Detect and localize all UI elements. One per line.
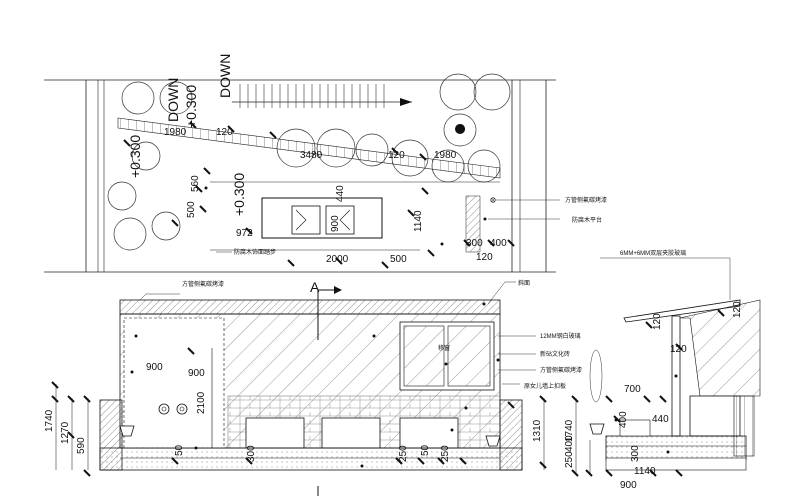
plan-ticks bbox=[123, 121, 515, 269]
section-view: 6MM+6MM双层夹胶玻璃 120 120 120 700 440 40 bbox=[564, 249, 761, 491]
down-label-1: DOWN bbox=[165, 78, 181, 122]
dim-120-a: 120 bbox=[652, 313, 663, 330]
elevation-view: A 方管侧氟碳烤漆 斜面 1 bbox=[44, 279, 582, 496]
dim-1980-right: 1980 bbox=[434, 150, 457, 161]
elevation-dots bbox=[130, 302, 500, 468]
dim-500-left: 500 bbox=[186, 201, 197, 218]
label-steel-left: 方管侧氟碳烤漆 bbox=[182, 280, 224, 288]
dim-1740-elev: 1740 bbox=[44, 409, 55, 432]
dim-500-bottom: 500 bbox=[390, 254, 407, 265]
dim-400-plan: 400 bbox=[490, 238, 507, 249]
plan-view: DOWN +0.300 DOWN +0.300 +0.300 1980 120 … bbox=[44, 54, 607, 273]
dim-300-section: 300 bbox=[630, 445, 641, 462]
dim-1270: 1270 bbox=[60, 421, 71, 444]
dim-900-a: 900 bbox=[146, 362, 163, 373]
dim-560: 560 bbox=[190, 175, 201, 192]
dim-900-b: 900 bbox=[188, 368, 205, 379]
dim-1740-section: 1740 bbox=[564, 419, 575, 442]
dim-2000: 2000 bbox=[326, 254, 349, 265]
label-brick: 新砧文化砖 bbox=[540, 350, 570, 358]
dim-120-mid: 120 bbox=[388, 150, 405, 161]
dim-50-a: 50 bbox=[174, 444, 185, 456]
label-deck: 防腐木平台 bbox=[572, 216, 602, 224]
dim-972: 972 bbox=[236, 228, 253, 239]
dim-440: 440 bbox=[335, 185, 346, 202]
level-mid: +0.300 bbox=[231, 173, 247, 216]
level-left: +0.300 bbox=[127, 135, 143, 178]
label-wall: 原女儿墙上扣板 bbox=[524, 382, 566, 390]
dim-700: 700 bbox=[624, 384, 641, 395]
dim-50-b: 50 bbox=[420, 444, 431, 456]
dim-250-section: 250 bbox=[564, 451, 575, 468]
tree-marker-icon bbox=[455, 124, 466, 134]
label-slope: 斜面 bbox=[518, 279, 530, 287]
dim-1140-section: 1140 bbox=[634, 466, 656, 477]
label-glass: 12MM钢白玻璃 bbox=[540, 332, 581, 340]
label-laminated-glass: 6MM+6MM双层夹胶玻璃 bbox=[620, 249, 686, 257]
level-top: +0.300 bbox=[183, 85, 199, 128]
dim-2100: 2100 bbox=[196, 391, 207, 414]
dim-900-plan: 900 bbox=[330, 215, 341, 232]
label-steps: 防腐木饰面踏步 bbox=[234, 248, 276, 256]
dim-120-b: 120 bbox=[732, 301, 743, 318]
down-label-2: DOWN bbox=[217, 54, 233, 98]
stair-arrow-icon bbox=[400, 98, 412, 106]
dim-120-bottom: 120 bbox=[476, 252, 493, 263]
dim-440-section: 440 bbox=[652, 414, 669, 425]
dim-250-b: 250 bbox=[440, 445, 451, 462]
dim-300-elev: 300 bbox=[246, 445, 257, 462]
dim-1980-left: 1980 bbox=[164, 127, 187, 138]
dim-400-a: 400 bbox=[618, 411, 629, 428]
dim-250-a: 250 bbox=[398, 445, 409, 462]
dim-120-top: 120 bbox=[216, 127, 233, 138]
label-steel-right: 方管侧氟碳烤漆 bbox=[540, 366, 582, 374]
elevation-ticks bbox=[51, 347, 547, 477]
section-ticks bbox=[571, 309, 725, 477]
stair-treads bbox=[239, 84, 385, 108]
dim-120-c: 120 bbox=[670, 344, 687, 355]
dim-1140-plan: 1140 bbox=[413, 210, 424, 232]
label-window: 移窗 bbox=[438, 344, 450, 352]
section-mark-a: A bbox=[310, 279, 320, 295]
dim-400-b: 400 bbox=[564, 435, 575, 452]
dim-3480: 3480 bbox=[300, 150, 323, 161]
label-steel-top: 方管侧氟碳烤漆 bbox=[565, 196, 607, 204]
dim-900-section: 900 bbox=[620, 480, 637, 491]
dim-1310: 1310 bbox=[532, 419, 543, 442]
wooden-deck bbox=[117, 117, 501, 253]
dim-590: 590 bbox=[76, 437, 87, 454]
dim-300-plan: 300 bbox=[466, 238, 483, 249]
